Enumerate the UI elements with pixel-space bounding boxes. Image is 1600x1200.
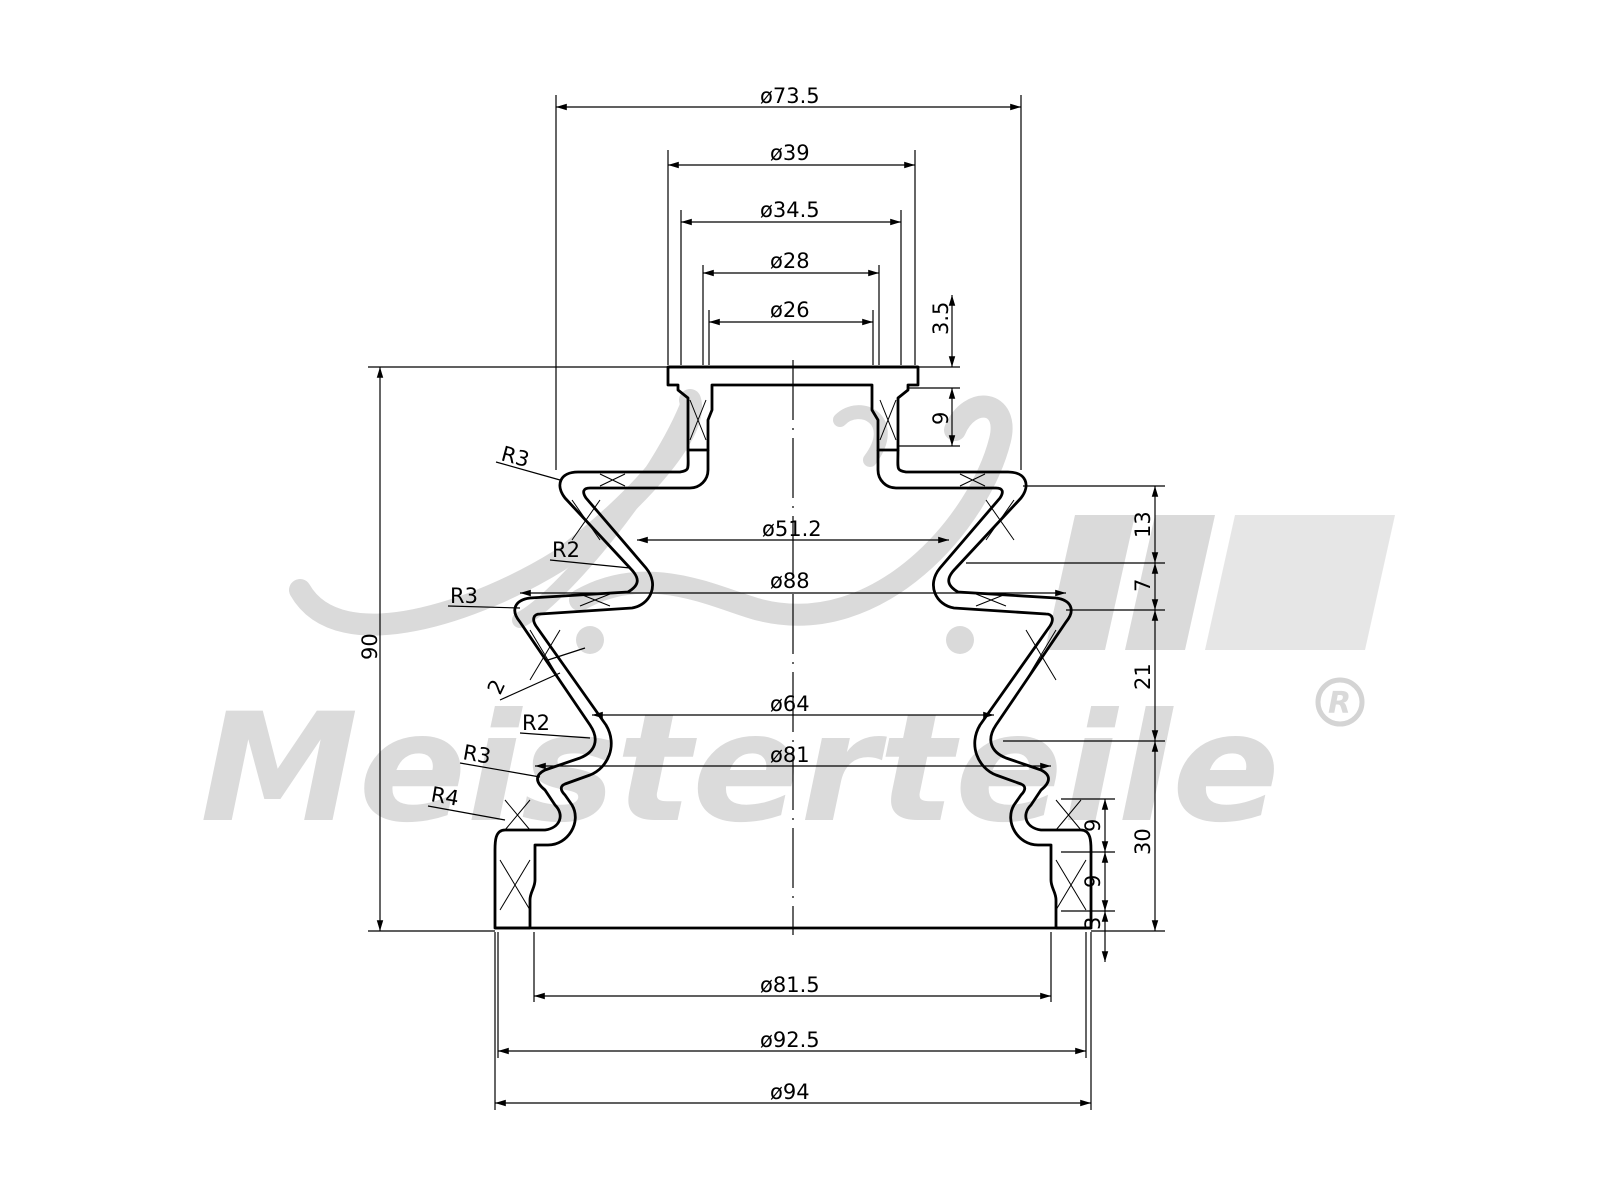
label-h9-b: 9 <box>1081 875 1105 888</box>
boot-profile <box>493 365 1093 930</box>
label-h9-a: 9 <box>1081 819 1105 832</box>
label-d34_5: ø34.5 <box>760 198 820 222</box>
left-inner-wall <box>528 450 710 928</box>
label-d28: ø28 <box>770 249 810 273</box>
label-r4: R4 <box>429 782 461 810</box>
label-d64: ø64 <box>770 692 810 716</box>
label-h13: 13 <box>1131 511 1155 538</box>
label-d81: ø81 <box>770 743 810 767</box>
label-d26: ø26 <box>770 298 810 322</box>
label-d51_2: ø51.2 <box>762 517 822 541</box>
label-d92_5: ø92.5 <box>760 1028 820 1052</box>
label-d81_5: ø81.5 <box>760 973 820 997</box>
label-d94: ø94 <box>770 1080 810 1104</box>
right-inner-wall <box>876 450 1058 928</box>
section-hatching <box>499 399 1087 911</box>
label-r2-lower: R2 <box>522 711 550 735</box>
watermark-brand: Meisterteile <box>200 682 1280 856</box>
top-flange-outline <box>666 365 920 452</box>
left-outer-wall <box>493 449 690 930</box>
label-d88: ø88 <box>770 569 810 593</box>
label-r2-upper: R2 <box>552 538 580 562</box>
label-h21: 21 <box>1131 663 1155 690</box>
diameter-dimensions <box>494 95 1092 1110</box>
label-h9-top: 9 <box>929 412 953 425</box>
label-d39: ø39 <box>770 141 810 165</box>
radius-labels: R3 R2 R3 R2 R3 R4 2 <box>429 442 580 811</box>
label-h90: 90 <box>358 633 382 660</box>
height-labels: 90 3.5 9 13 7 21 30 9 9 3 <box>358 302 1155 930</box>
watermark: Meisterteile R <box>200 389 1395 856</box>
radius-leaders <box>427 461 631 821</box>
watermark-logo-swoosh <box>289 389 1013 654</box>
label-h3_5: 3.5 <box>929 302 953 335</box>
label-h3: 3 <box>1081 917 1105 930</box>
right-outer-wall <box>896 449 1093 930</box>
watermark-registered-icon: R <box>1315 677 1365 727</box>
label-d73_5: ø73.5 <box>760 84 820 108</box>
watermark-stripes <box>1045 515 1395 650</box>
diameter-labels: ø73.5 ø39 ø34.5 ø28 ø26 ø51.2 ø88 ø64 ø8… <box>760 84 822 1104</box>
label-h7: 7 <box>1131 579 1155 592</box>
height-dimensions <box>368 295 1165 962</box>
label-r3-low: R3 <box>461 740 493 768</box>
label-h30: 30 <box>1131 828 1155 855</box>
watermark-registered-mark: R <box>1328 686 1351 721</box>
label-r3-mid: R3 <box>450 584 478 608</box>
label-r3-top: R3 <box>499 442 532 472</box>
